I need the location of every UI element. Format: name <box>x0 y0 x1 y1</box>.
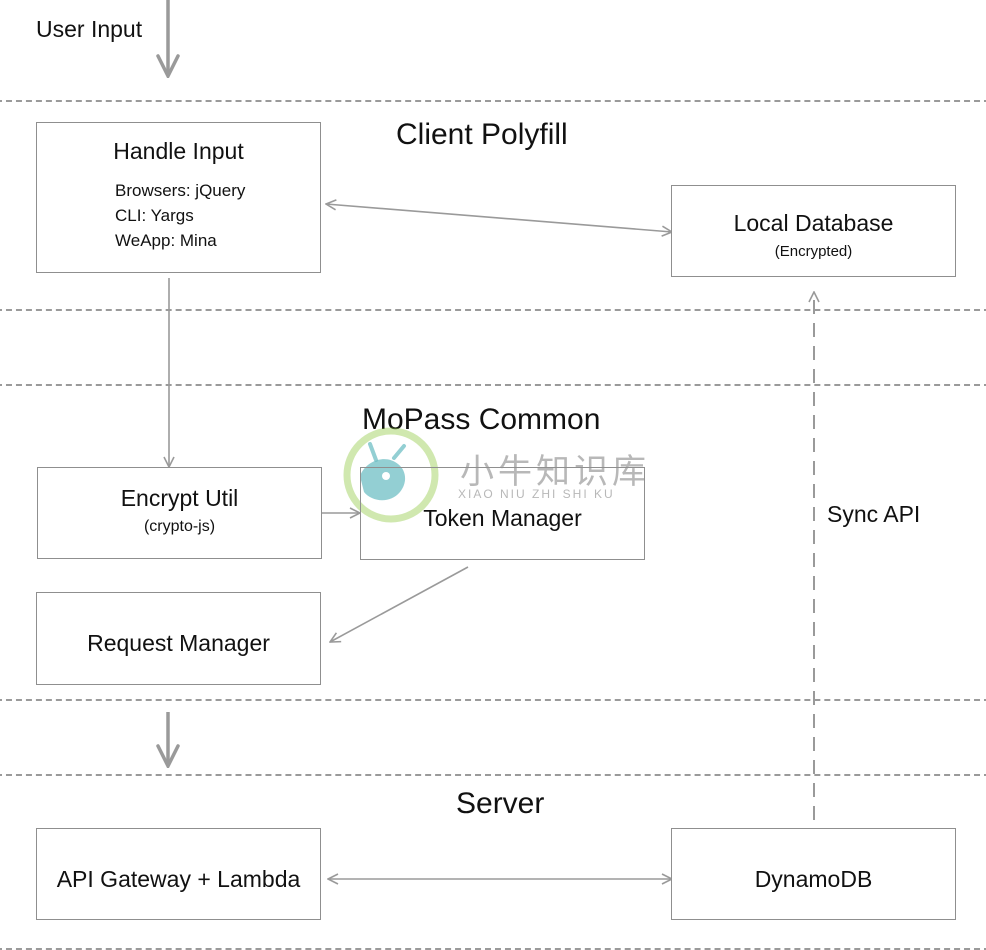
user-input-label: User Input <box>36 16 143 42</box>
dynamodb-node: DynamoDB <box>671 828 956 920</box>
encrypt-util-node: Encrypt Util (crypto-js) <box>37 467 322 559</box>
server-title: Server <box>456 787 545 820</box>
api-gateway-title: API Gateway + Lambda <box>56 866 301 892</box>
handle-input-weapp: WeApp: Mina <box>115 231 217 250</box>
api-gateway-node: API Gateway + Lambda <box>36 828 321 920</box>
token-request-arrow <box>330 566 469 642</box>
client-polyfill-title: Client Polyfill <box>396 118 568 151</box>
handle-input-local-db-arrow <box>326 204 672 232</box>
encrypt-util-title: Encrypt Util <box>120 485 239 511</box>
local-database-node: Local Database (Encrypted) <box>671 185 956 277</box>
sync-api-label: Sync API <box>827 501 921 527</box>
mopass-common-region <box>0 384 986 701</box>
dynamodb-title: DynamoDB <box>754 866 873 892</box>
watermark-latin-text: XIAO NIU ZHI SHI KU <box>458 487 615 501</box>
request-manager-node: Request Manager <box>36 592 321 685</box>
mopass-common-title: MoPass Common <box>362 403 601 436</box>
local-database-subtitle: (Encrypted) <box>774 243 853 260</box>
handle-input-browsers: Browsers: jQuery <box>115 181 246 200</box>
handle-input-node: Handle Input Browsers: jQuery CLI: Yargs… <box>36 122 321 273</box>
encrypt-util-subtitle: (crypto-js) <box>143 518 216 535</box>
handle-input-title: Handle Input <box>113 138 244 164</box>
watermark-logo-icon <box>343 427 439 523</box>
token-manager-title: Token Manager <box>423 505 582 531</box>
local-database-title: Local Database <box>733 210 894 236</box>
token-manager-node: Token Manager <box>360 467 645 560</box>
handle-input-cli: CLI: Yargs <box>115 206 194 225</box>
client-polyfill-region <box>0 100 986 311</box>
watermark-cn-text: 小牛知识库 <box>460 453 650 491</box>
request-manager-title: Request Manager <box>87 630 270 656</box>
